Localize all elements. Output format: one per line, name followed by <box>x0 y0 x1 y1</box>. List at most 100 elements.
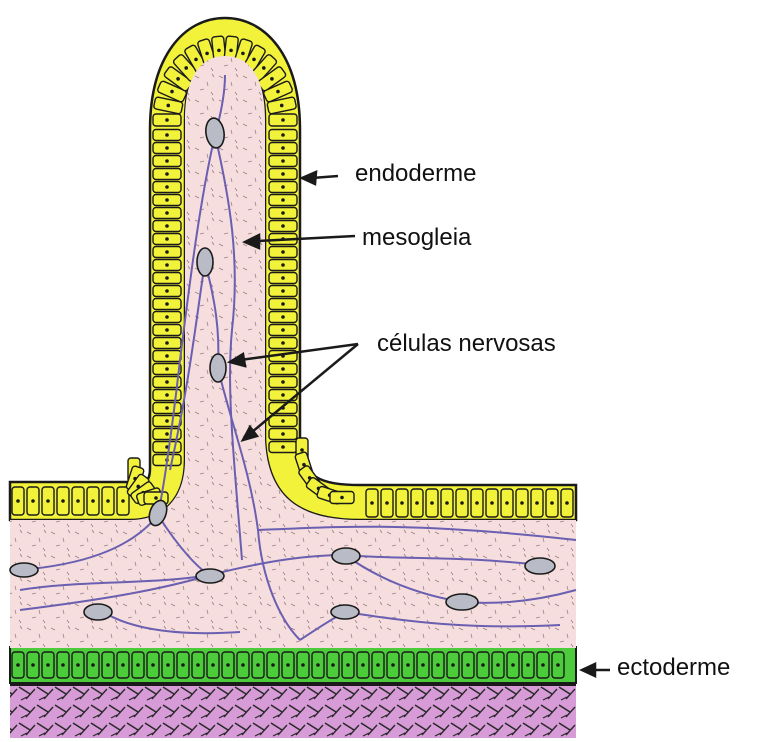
cell-nucleus <box>226 663 230 667</box>
cell-nucleus <box>391 663 395 667</box>
cell-nucleus <box>281 289 285 293</box>
label-ectoderm: ectoderme <box>617 656 730 680</box>
cell-nucleus <box>165 250 169 254</box>
cell-nucleus <box>31 663 35 667</box>
cell-nucleus <box>281 302 285 306</box>
cell-nucleus <box>281 315 285 319</box>
cell-nucleus <box>165 276 169 280</box>
cell-nucleus <box>165 406 169 410</box>
cell-nucleus <box>165 393 169 397</box>
cell-nucleus <box>451 663 455 667</box>
cell-nucleus <box>276 90 280 94</box>
cell-nucleus <box>165 185 169 189</box>
cell-nucleus <box>281 328 285 332</box>
cell-nucleus <box>421 663 425 667</box>
cell-nucleus <box>281 224 285 228</box>
cell-nucleus <box>281 380 285 384</box>
cell-nucleus <box>370 501 374 505</box>
nerve-cell <box>210 354 226 382</box>
cell-nucleus <box>475 501 479 505</box>
cell-nucleus <box>154 496 158 500</box>
cell-nucleus <box>385 501 389 505</box>
cell-nucleus <box>281 432 285 436</box>
base-tissue <box>10 680 576 738</box>
nerve-cell <box>332 548 360 564</box>
cell-nucleus <box>61 663 65 667</box>
cell-nucleus <box>520 501 524 505</box>
cell-nucleus <box>346 663 350 667</box>
cell-nucleus <box>165 172 169 176</box>
cell-nucleus <box>165 159 169 163</box>
cell-nucleus <box>229 49 233 53</box>
cell-nucleus <box>165 432 169 436</box>
cell-nucleus <box>550 501 554 505</box>
cell-nucleus <box>301 663 305 667</box>
nerve-cell <box>525 558 555 574</box>
cell-nucleus <box>165 198 169 202</box>
cell-nucleus <box>165 419 169 423</box>
cell-nucleus <box>91 499 95 503</box>
cell-nucleus <box>165 263 169 267</box>
cell-nucleus <box>505 501 509 505</box>
cell-nucleus <box>281 185 285 189</box>
cell-nucleus <box>400 501 404 505</box>
cell-nucleus <box>481 663 485 667</box>
cell-nucleus <box>281 250 285 254</box>
cell-nucleus <box>165 289 169 293</box>
cell-nucleus <box>281 263 285 267</box>
cell-nucleus <box>430 501 434 505</box>
cell-nucleus <box>136 663 140 667</box>
cell-nucleus <box>526 663 530 667</box>
cell-nucleus <box>16 499 20 503</box>
cell-nucleus <box>166 663 170 667</box>
cell-nucleus <box>165 211 169 215</box>
cell-nucleus <box>281 133 285 137</box>
cell-nucleus <box>316 663 320 667</box>
cell-nucleus <box>406 663 410 667</box>
nerve-cell <box>331 605 359 619</box>
cell-nucleus <box>165 146 169 150</box>
cell-nucleus <box>16 663 20 667</box>
nerve-cell <box>84 604 112 620</box>
cell-nucleus <box>211 663 215 667</box>
cell-nucleus <box>460 501 464 505</box>
cell-nucleus <box>76 663 80 667</box>
label-mesoglea: mesogleia <box>362 226 471 250</box>
cell-nucleus <box>281 367 285 371</box>
cell-nucleus <box>281 198 285 202</box>
nerve-cell <box>196 569 224 583</box>
cell-nucleus <box>256 663 260 667</box>
cell-nucleus <box>61 499 65 503</box>
cell-nucleus <box>281 341 285 345</box>
cell-nucleus <box>511 663 515 667</box>
cell-nucleus <box>556 663 560 667</box>
cell-nucleus <box>46 663 50 667</box>
cell-nucleus <box>331 663 335 667</box>
cell-nucleus <box>165 118 169 122</box>
cell-nucleus <box>165 224 169 228</box>
cell-nucleus <box>91 663 95 667</box>
cell-nucleus <box>415 501 419 505</box>
endoderm-layer <box>10 18 576 520</box>
cell-nucleus <box>46 499 50 503</box>
cell-nucleus <box>181 663 185 667</box>
nerve-cell <box>446 594 478 610</box>
cell-nucleus <box>445 501 449 505</box>
cell-nucleus <box>271 663 275 667</box>
cell-nucleus <box>184 66 188 70</box>
cell-nucleus <box>165 315 169 319</box>
cell-nucleus <box>217 49 221 53</box>
cell-nucleus <box>165 302 169 306</box>
cell-nucleus <box>281 419 285 423</box>
cell-nucleus <box>490 501 494 505</box>
cell-nucleus <box>361 663 365 667</box>
label-nerve-cells: células nervosas <box>377 332 556 356</box>
cell-nucleus <box>466 663 470 667</box>
cell-nucleus <box>106 499 110 503</box>
cell-nucleus <box>194 58 198 62</box>
cell-nucleus <box>280 104 284 108</box>
cell-nucleus <box>565 501 569 505</box>
cell-nucleus <box>241 52 245 56</box>
cell-nucleus <box>281 393 285 397</box>
